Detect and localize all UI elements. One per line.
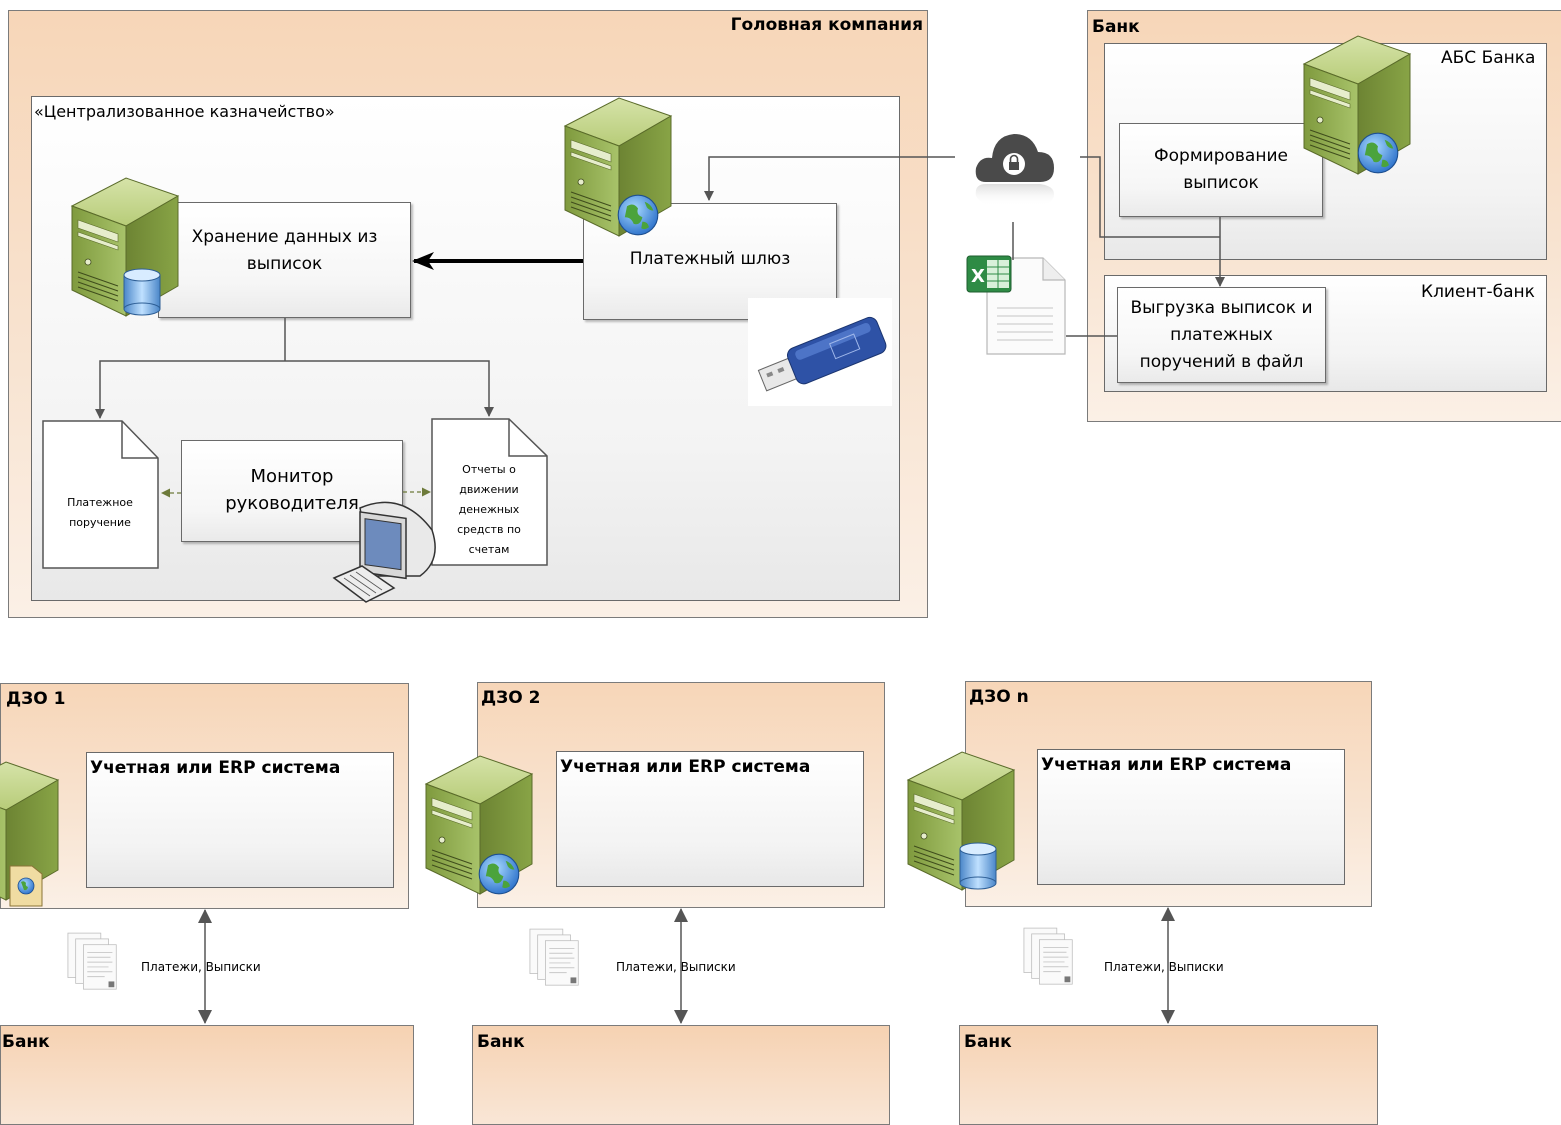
subsidiary-bank-container [959,1025,1378,1125]
client-bank-title: Клиент-банк [1421,282,1535,302]
computer-monitor-icon [332,501,436,603]
globe-icon [477,852,521,896]
head-company-title: Головная компания [730,15,923,35]
abs-title: АБС Банка [1441,48,1536,68]
subsidiary-bank-title: Банк [477,1032,525,1052]
reports-label: Отчеты о движении денежных средств по сч… [457,463,521,556]
link-label: Платежи, Выписки [141,960,261,974]
cloud-lock-icon [975,134,1054,206]
database-icon [958,840,998,892]
erp-system-box[interactable] [556,751,864,887]
erp-system-label: Учетная или ERP система [90,758,341,778]
payment-order-label: Платежное поручение [67,496,133,529]
erp-system-label: Учетная или ERP система [1041,755,1292,775]
link-label: Платежи, Выписки [616,960,736,974]
svg-text:X: X [971,266,985,287]
payment-order-document-icon [42,420,159,569]
documents-stack-icon [66,930,124,1000]
erp-system-label: Учетная или ERP система [560,757,811,777]
excel-document-icon: X [966,255,1066,355]
subsidiary-title: ДЗО 1 [6,689,66,709]
subsidiary-bank-title: Банк [964,1032,1012,1052]
subsidiary-title: ДЗО 2 [481,688,541,708]
subsidiary-bank-title: Банк [2,1032,50,1052]
storage-box[interactable]: Хранение данных из выписок [158,202,411,318]
statement-generation-label: Формирование выписок [1154,146,1288,193]
link-label: Платежи, Выписки [1104,960,1224,974]
gateway-label: Платежный шлюз [629,249,791,269]
erp-system-box[interactable] [1037,749,1345,885]
monitor-label: Монитор руководителя [225,466,359,514]
subsidiary-bank-container [0,1025,414,1125]
database-icon [122,266,162,318]
globe-icon [616,193,660,237]
treasury-title: «Централизованное казначейство» [34,102,335,121]
erp-system-box[interactable] [86,752,394,888]
bank-top-title: Банк [1092,17,1140,37]
subsidiary-title: ДЗО n [969,687,1029,707]
export-label: Выгрузка выписок и платежных поручений в… [1130,297,1313,372]
documents-stack-icon [1022,925,1080,995]
export-box[interactable]: Выгрузка выписок и платежных поручений в… [1117,287,1326,383]
bank-globe-icon [1356,131,1400,175]
folder-globe-icon [9,865,43,907]
usb-token-icon [757,316,887,392]
statement-generation-box[interactable]: Формирование выписок [1119,123,1323,217]
subsidiary-bank-container [472,1025,890,1125]
storage-label: Хранение данных из выписок [191,227,378,274]
documents-stack-icon [528,926,586,996]
